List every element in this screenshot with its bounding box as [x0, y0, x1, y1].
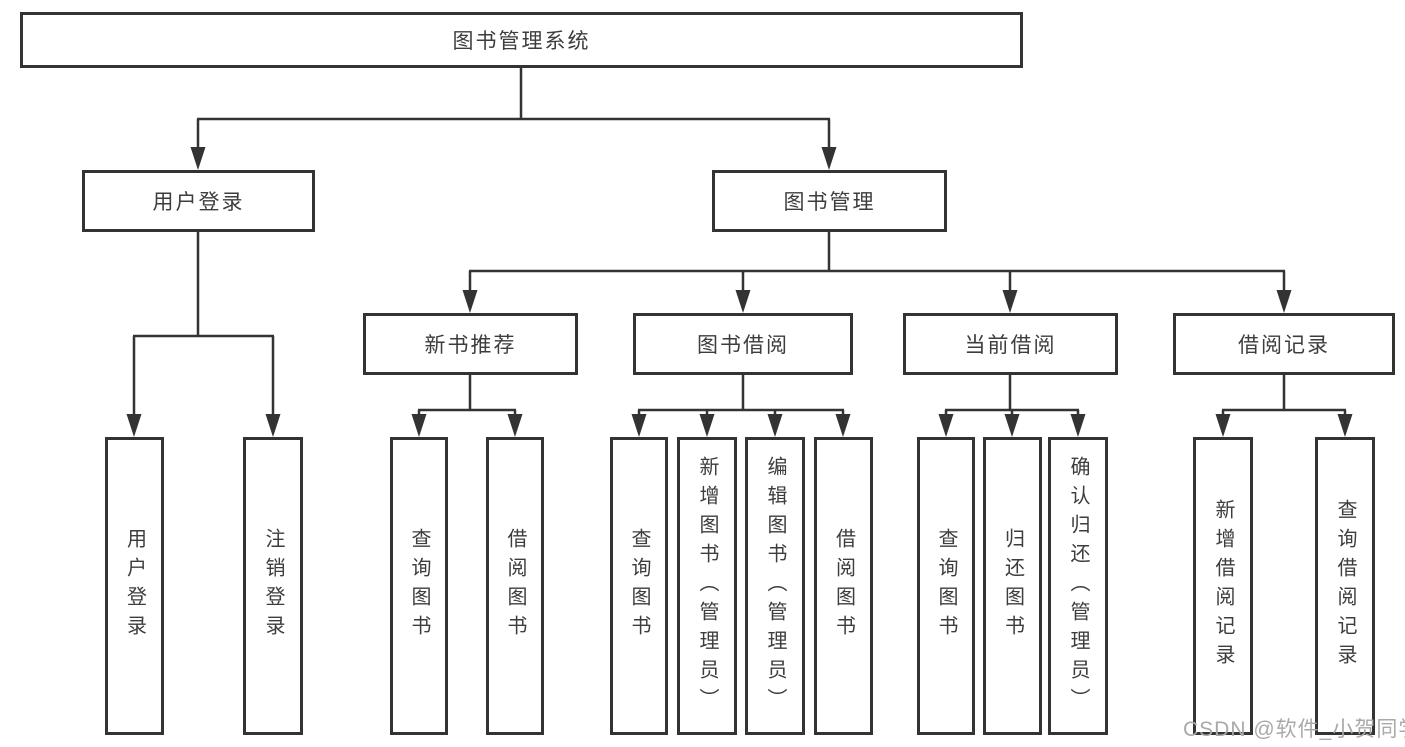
leaf-bb-add-books-admin: 新增图书（管理员） — [677, 437, 737, 735]
leaf-cb-confirm-return-admin-label: 确认归还（管理员） — [1067, 455, 1089, 717]
node-book-borrow-label: 图书借阅 — [697, 334, 789, 357]
leaf-cb-query-books: 查询图书 — [917, 437, 975, 735]
leaf-user-login-label: 用户登录 — [123, 528, 146, 644]
node-root-label: 图书管理系统 — [452, 30, 591, 53]
leaf-rec-borrow-books: 借阅图书 — [486, 437, 544, 735]
node-user-login-label: 用户登录 — [152, 191, 245, 214]
leaf-bb-borrow-books-label: 借阅图书 — [832, 528, 855, 644]
leaf-logout: 注销登录 — [243, 437, 303, 735]
node-current-borrow: 当前借阅 — [903, 313, 1118, 375]
leaf-rec-query-books-label: 查询图书 — [408, 528, 430, 644]
leaf-br-add-record: 新增借阅记录 — [1193, 437, 1253, 735]
node-book-borrow: 图书借阅 — [633, 313, 853, 375]
leaf-bb-query-books-label: 查询图书 — [628, 528, 650, 644]
leaf-br-query-record-label: 查询借阅记录 — [1334, 499, 1356, 673]
leaf-user-login: 用户登录 — [105, 437, 164, 735]
leaf-br-add-record-label: 新增借阅记录 — [1212, 499, 1234, 673]
leaf-bb-edit-books-admin-label: 编辑图书（管理员） — [764, 455, 786, 717]
leaf-cb-return-books: 归还图书 — [983, 437, 1042, 735]
leaf-logout-label: 注销登录 — [262, 528, 284, 644]
leaf-rec-query-books: 查询图书 — [390, 437, 448, 735]
node-user-login: 用户登录 — [82, 170, 315, 232]
node-book-management-label: 图书管理 — [783, 191, 876, 214]
node-root-system: 图书管理系统 — [20, 12, 1023, 68]
node-borrow-records: 借阅记录 — [1173, 313, 1395, 375]
leaf-bb-add-books-admin-label: 新增图书（管理员） — [696, 455, 718, 717]
node-new-book-recommend-label: 新书推荐 — [424, 334, 517, 357]
leaf-cb-confirm-return-admin: 确认归还（管理员） — [1048, 437, 1108, 735]
node-borrow-records-label: 借阅记录 — [1238, 334, 1330, 357]
leaf-cb-return-books-label: 归还图书 — [1001, 528, 1024, 644]
node-current-borrow-label: 当前借阅 — [964, 334, 1057, 357]
leaf-bb-edit-books-admin: 编辑图书（管理员） — [745, 437, 805, 735]
node-book-management: 图书管理 — [712, 170, 947, 232]
node-new-book-recommend: 新书推荐 — [363, 313, 578, 375]
leaf-bb-query-books: 查询图书 — [610, 437, 668, 735]
leaf-bb-borrow-books: 借阅图书 — [814, 437, 873, 735]
leaf-cb-query-books-label: 查询图书 — [935, 528, 957, 644]
leaf-br-query-record: 查询借阅记录 — [1315, 437, 1375, 735]
csdn-watermark: CSDN @软件_小贺同学 — [1183, 718, 1405, 741]
arrowheads — [126, 147, 1353, 437]
leaf-rec-borrow-books-label: 借阅图书 — [504, 528, 526, 644]
